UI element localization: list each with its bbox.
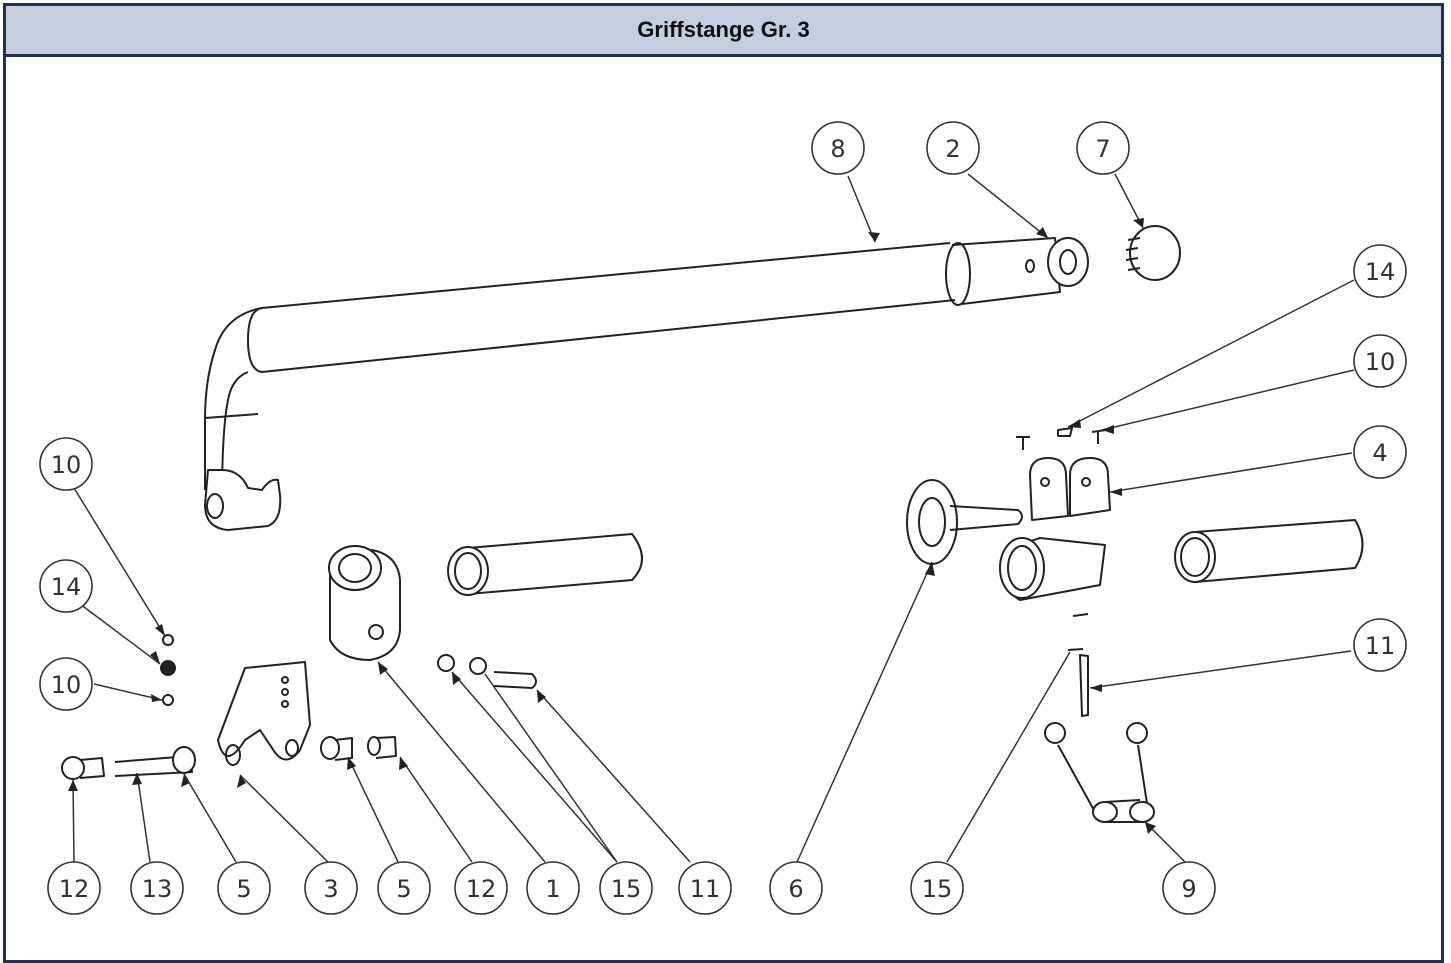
callout-13-b13: 13 <box>130 861 184 915</box>
part-1-clamp <box>328 545 401 661</box>
callout-3-b3: 3 <box>304 861 358 915</box>
callout-circle <box>811 121 865 175</box>
callout-15-b15a: 15 <box>599 861 653 915</box>
callout-12-b12b: 12 <box>454 861 508 915</box>
callout-11-b11: 11 <box>678 861 732 915</box>
callout-number: 11 <box>1365 632 1396 660</box>
callout-7-c7: 7 <box>1076 121 1130 175</box>
callout-circle <box>526 861 580 915</box>
part-8-handlebar-tube <box>204 237 1089 531</box>
callout-number: 11 <box>690 875 721 903</box>
callout-11-c11r: 11 <box>1353 618 1407 672</box>
callout-12-b12a: 12 <box>47 861 101 915</box>
callout-9-b9: 9 <box>1162 861 1216 915</box>
callout-number: 1 <box>545 875 560 903</box>
callout-number: 8 <box>830 135 845 163</box>
callout-number: 10 <box>51 451 82 479</box>
callout-14-c14r: 14 <box>1353 244 1407 298</box>
title-bar: Griffstange Gr. 3 <box>6 6 1441 57</box>
callout-15-b15b: 15 <box>910 861 964 915</box>
callout-1-b1: 1 <box>526 861 580 915</box>
callout-circle <box>1353 334 1407 388</box>
callout-number: 9 <box>1181 875 1196 903</box>
callout-circle <box>926 121 980 175</box>
callout-circle <box>130 861 184 915</box>
callout-number: 4 <box>1372 439 1387 467</box>
callout-number: 14 <box>51 573 82 601</box>
callout-5-b5a: 5 <box>217 861 271 915</box>
callout-number: 12 <box>59 875 90 903</box>
callout-4-c4: 4 <box>1353 425 1407 479</box>
callout-number: 10 <box>51 671 82 699</box>
callout-circle <box>454 861 508 915</box>
callout-circle <box>1076 121 1130 175</box>
callout-circle <box>678 861 732 915</box>
callout-14-c14l: 14 <box>39 559 93 613</box>
callout-10-c10l2: 10 <box>39 657 93 711</box>
callout-circle <box>1353 244 1407 298</box>
callout-circle <box>599 861 653 915</box>
callout-circle <box>1353 618 1407 672</box>
leader-lines <box>72 173 1355 863</box>
callout-bubbles: 8 2 7 14 10 4 11 10 14 10 12 13 5 3 5 12 1 15 11 6 15 9 <box>39 121 1407 915</box>
callout-number: 6 <box>788 875 803 903</box>
page-title: Griffstange Gr. 3 <box>637 17 810 42</box>
callout-circle <box>910 861 964 915</box>
callout-number: 12 <box>466 875 497 903</box>
part-9-lanyard <box>1044 722 1155 823</box>
part-sleeve-right <box>1174 519 1364 583</box>
callout-5-b5b: 5 <box>377 861 431 915</box>
callout-circle <box>769 861 823 915</box>
callout-number: 13 <box>142 875 173 903</box>
part-4-clamp-upper <box>1029 457 1111 521</box>
part-7-end-cap <box>1125 225 1181 281</box>
part-small-fasteners <box>61 427 1107 780</box>
callout-number: 15 <box>922 875 953 903</box>
callout-10-c10r: 10 <box>1353 334 1407 388</box>
callout-number: 14 <box>1365 258 1396 286</box>
callout-circle <box>39 437 93 491</box>
callout-number: 2 <box>945 135 960 163</box>
callout-circle <box>304 861 358 915</box>
part-6-lock-pin <box>906 479 1023 565</box>
callout-circle <box>39 657 93 711</box>
callout-8-c8: 8 <box>811 121 865 175</box>
callout-number: 5 <box>396 875 411 903</box>
part-clamp-lower-right <box>999 537 1106 601</box>
callout-6-b6: 6 <box>769 861 823 915</box>
callout-circle <box>217 861 271 915</box>
part-sleeve-middle <box>447 533 643 596</box>
callout-number: 15 <box>611 875 642 903</box>
callout-circle <box>47 861 101 915</box>
callout-circle <box>377 861 431 915</box>
callout-2-c2: 2 <box>926 121 980 175</box>
callout-circle <box>39 559 93 613</box>
callout-10-c10l1: 10 <box>39 437 93 491</box>
callout-number: 3 <box>323 875 338 903</box>
callout-number: 7 <box>1095 135 1110 163</box>
callout-number: 5 <box>236 875 251 903</box>
part-3-bracket <box>217 661 311 766</box>
callout-circle <box>1353 425 1407 479</box>
callout-circle <box>1162 861 1216 915</box>
leader-arrowheads <box>68 218 1156 834</box>
callout-number: 10 <box>1365 348 1396 376</box>
